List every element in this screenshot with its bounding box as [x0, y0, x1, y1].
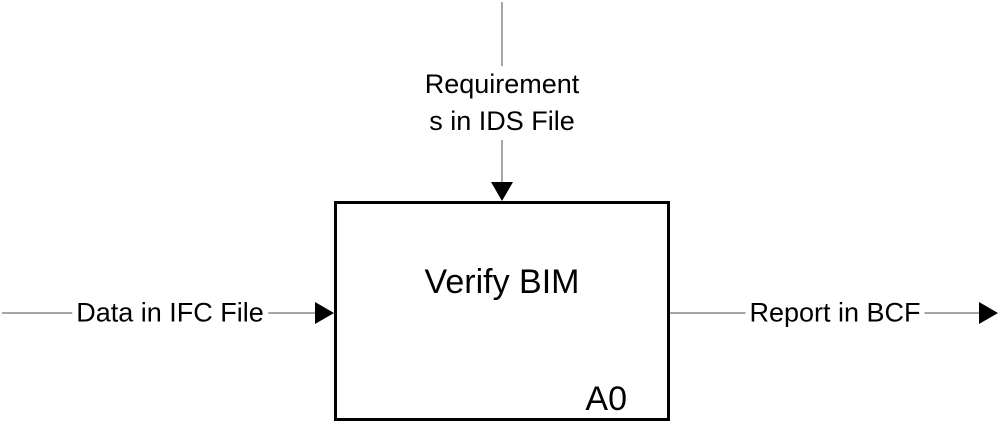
control-flow-label: Requirement s in IDS File: [420, 66, 584, 140]
input-flow-label: Data in IFC File: [72, 294, 268, 332]
control-flow-label-line2: s in IDS File: [429, 106, 575, 136]
control-arrowhead-down-icon: [491, 182, 513, 201]
input-arrowhead-right-icon: [315, 302, 334, 324]
process-box-node-id: A0: [585, 380, 627, 418]
output-flow-label: Report in BCF: [745, 294, 925, 332]
output-arrowhead-right-icon: [979, 302, 998, 324]
process-box: Verify BIM A0: [334, 201, 670, 421]
process-box-title: Verify BIM: [424, 263, 580, 301]
control-flow-label-line1: Requirement: [424, 69, 580, 99]
